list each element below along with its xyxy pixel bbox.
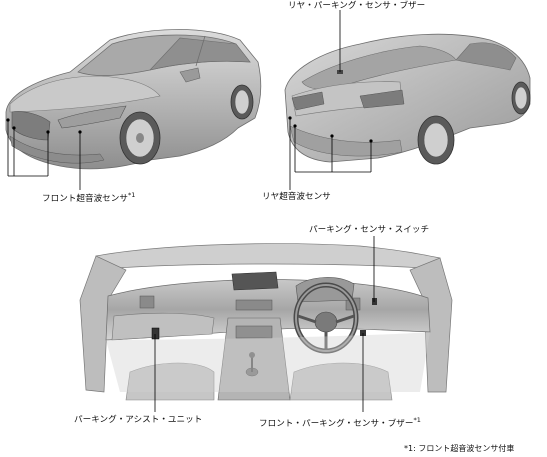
rear-buzzer-label: リヤ・パーキング・センサ・ブザー bbox=[288, 1, 426, 11]
front-buzzer-footnote-mark: *1 bbox=[413, 416, 421, 424]
front-sensor-footnote-mark: *1 bbox=[127, 191, 136, 199]
front-buzzer-text: フロント・パーキング・センサ・ブザー bbox=[259, 419, 414, 429]
footnote: *1: フロント超音波センサ付車 bbox=[404, 444, 515, 453]
rear-car bbox=[284, 10, 531, 190]
front-car bbox=[5, 29, 262, 190]
parking-switch-label: パーキング・センサ・スイッチ bbox=[309, 225, 430, 235]
assist-unit-label: パーキング・アシスト・ユニット bbox=[74, 415, 203, 425]
front-sensor-text: フロント超音波センサ bbox=[42, 194, 128, 204]
interior bbox=[79, 236, 453, 412]
rear-sensor-label: リヤ超音波センサ bbox=[262, 192, 331, 202]
front-sensor-label: フロント超音波センサ*1 bbox=[42, 190, 135, 204]
front-buzzer-label: フロント・パーキング・センサ・ブザー*1 bbox=[259, 415, 421, 429]
